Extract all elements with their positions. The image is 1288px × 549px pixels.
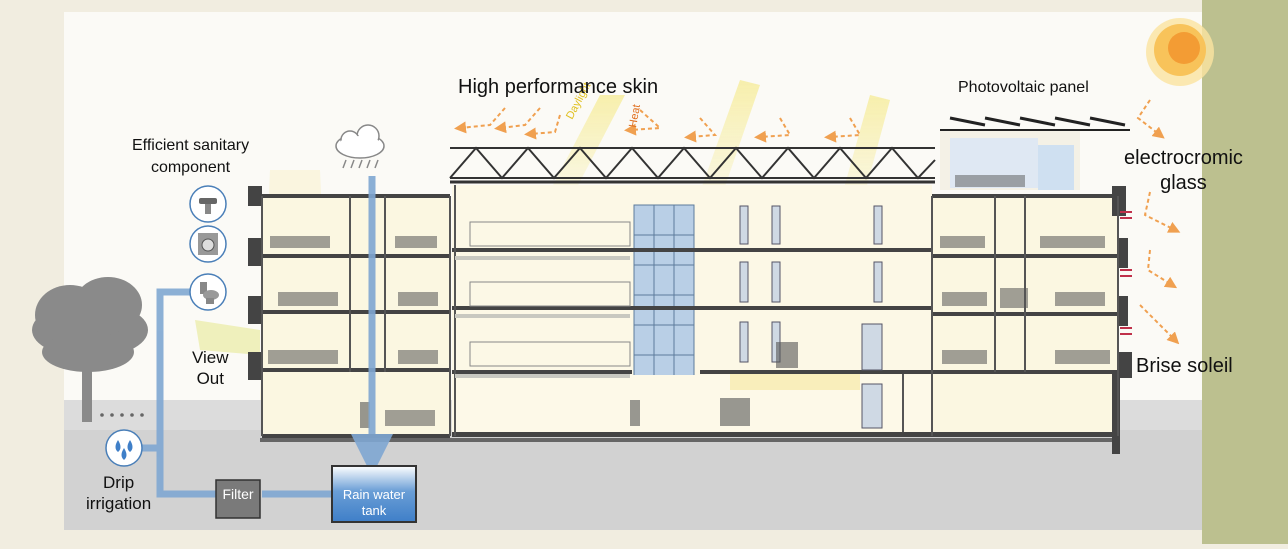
- walls: [261, 185, 1119, 436]
- water-drops-icon: [100, 413, 144, 467]
- heat-arrows: [454, 99, 1181, 345]
- efficient-sanitary-label: Efficient sanitary component: [132, 137, 250, 176]
- high-performance-skin-label: High performance skin: [458, 76, 659, 98]
- toilet-icon: [189, 273, 227, 311]
- heat-label: Heat: [627, 104, 643, 129]
- filter-label: Filter: [222, 486, 254, 502]
- tree-icon: [32, 277, 148, 422]
- rain-water-tank-label: Rain water tank: [342, 487, 406, 518]
- rain-cloud-icon: [335, 124, 385, 169]
- washing-machine-icon: [189, 225, 227, 263]
- view-out-label: View Out: [192, 348, 229, 388]
- electrochromic-markers: [1120, 211, 1132, 335]
- filter-box: [215, 479, 261, 519]
- sun-icon: [1146, 18, 1214, 86]
- photovoltaic-panels: [940, 116, 1130, 131]
- people-figures: [268, 175, 1110, 428]
- rain-water-tank: [331, 465, 417, 523]
- brise-soleil-label: Brise soleil: [1136, 355, 1233, 377]
- photovoltaic-panel-label: Photovoltaic panel: [958, 79, 1089, 96]
- floor-slabs: [248, 186, 1132, 454]
- drip-irrigation-label: Drip irrigation: [86, 473, 152, 513]
- sidebar-strip: [1202, 0, 1288, 544]
- screen-strips: [455, 221, 631, 378]
- roof-truss: [449, 146, 936, 184]
- sink-icon: [189, 185, 227, 223]
- water-pipes: [142, 176, 393, 498]
- electrochromic-glass-label: electrocromic glass: [1124, 147, 1243, 194]
